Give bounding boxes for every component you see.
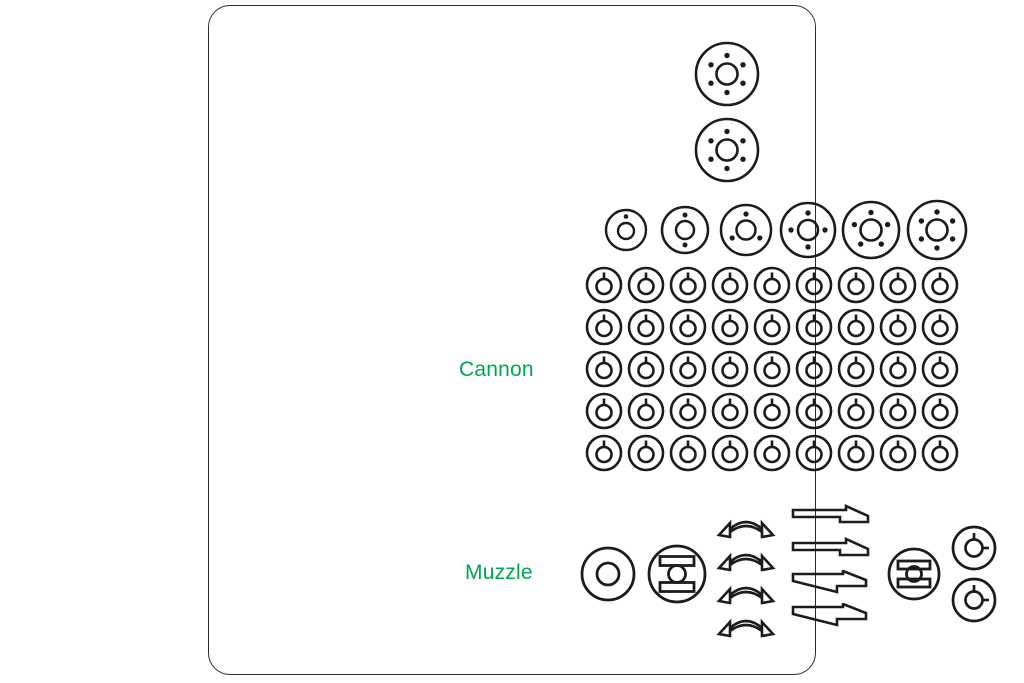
port-tab-icon[interactable]: [919, 264, 961, 306]
port-tab-icon[interactable]: [583, 348, 625, 390]
arch-arrow-stack: [713, 508, 779, 640]
flange-6-hole-icon: [903, 192, 971, 268]
port-tab-icon[interactable]: [709, 348, 751, 390]
crosshair-port-icon: [951, 525, 997, 571]
port-tab-icon[interactable]: [751, 264, 793, 306]
port-tab-icon[interactable]: [751, 432, 793, 474]
port-tab-icon[interactable]: [751, 348, 793, 390]
port-tab-icon[interactable]: [877, 348, 919, 390]
arrow-right-icon: [791, 603, 868, 627]
muzzle-component-row: [575, 504, 1003, 644]
port-tab-icon[interactable]: [709, 390, 751, 432]
port-tab-icon[interactable]: [667, 306, 709, 348]
port-tab-icon[interactable]: [835, 348, 877, 390]
port-tab-icon[interactable]: [751, 306, 793, 348]
arch-arrow-left-icon: [716, 618, 776, 638]
flange-5-hole-icon: [839, 193, 903, 267]
arch-arrow-left-icon: [716, 585, 776, 605]
port-tab-icon[interactable]: [877, 390, 919, 432]
port-tab-icon[interactable]: [793, 264, 835, 306]
port-tab-icon[interactable]: [835, 432, 877, 474]
port-tab-icon[interactable]: [709, 264, 751, 306]
port-tab-icon[interactable]: [919, 432, 961, 474]
port-tab-icon[interactable]: [667, 348, 709, 390]
port-tab-icon[interactable]: [793, 390, 835, 432]
arch-arrow-left-icon: [716, 519, 776, 539]
port-tab-icon[interactable]: [751, 390, 793, 432]
diagram-panel: Cannon Muzzle: [208, 5, 997, 675]
arrow-right-icon: [791, 537, 870, 557]
port-tab-icon[interactable]: [793, 306, 835, 348]
straight-arrow-stack: [785, 504, 881, 644]
port-tab-icon[interactable]: [793, 432, 835, 474]
port-tab-icon[interactable]: [919, 306, 961, 348]
port-tab-icon[interactable]: [583, 432, 625, 474]
six-hole-flange-stack: [687, 34, 767, 194]
port-tab-icon[interactable]: [919, 390, 961, 432]
port-tab-icon[interactable]: [625, 264, 667, 306]
port-tab-icon[interactable]: [877, 432, 919, 474]
port-tab-icon[interactable]: [667, 264, 709, 306]
flange-2-hole-icon: [655, 196, 715, 264]
port-tab-icon[interactable]: [709, 306, 751, 348]
arrow-right-icon: [791, 504, 870, 524]
ring-icon: [575, 509, 641, 639]
port-tab-icon[interactable]: [919, 348, 961, 390]
crosshair-port-icon: [951, 577, 997, 623]
flange-progression-row: [597, 192, 971, 268]
arrow-right-icon: [791, 570, 868, 594]
flange-1-hole-icon: [597, 196, 655, 264]
port-tab-icon[interactable]: [625, 306, 667, 348]
row-label-cannon: Cannon: [459, 358, 534, 381]
arch-arrow-left-icon: [716, 552, 776, 572]
port-tab-icon[interactable]: [793, 348, 835, 390]
port-tab-icon[interactable]: [667, 390, 709, 432]
spool-valve-compact-icon: [883, 509, 945, 639]
flange-3-hole-icon: [715, 195, 777, 265]
port-tab-icon[interactable]: [877, 306, 919, 348]
port-tab-icon[interactable]: [835, 390, 877, 432]
spool-valve-icon: [641, 509, 713, 639]
port-tab-icon[interactable]: [625, 432, 667, 474]
port-tab-icon[interactable]: [667, 432, 709, 474]
crosshair-port-stack: [945, 509, 1003, 639]
flange-4-hole-icon: [777, 194, 839, 266]
port-tab-icon[interactable]: [835, 264, 877, 306]
port-tab-icon[interactable]: [835, 306, 877, 348]
port-tab-icon[interactable]: [583, 390, 625, 432]
port-tab-icon[interactable]: [625, 348, 667, 390]
cannon-port-grid: [583, 264, 961, 474]
row-label-muzzle: Muzzle: [465, 561, 533, 584]
port-tab-icon[interactable]: [583, 306, 625, 348]
port-tab-icon[interactable]: [625, 390, 667, 432]
port-tab-icon[interactable]: [709, 432, 751, 474]
port-tab-icon[interactable]: [877, 264, 919, 306]
port-tab-icon[interactable]: [583, 264, 625, 306]
